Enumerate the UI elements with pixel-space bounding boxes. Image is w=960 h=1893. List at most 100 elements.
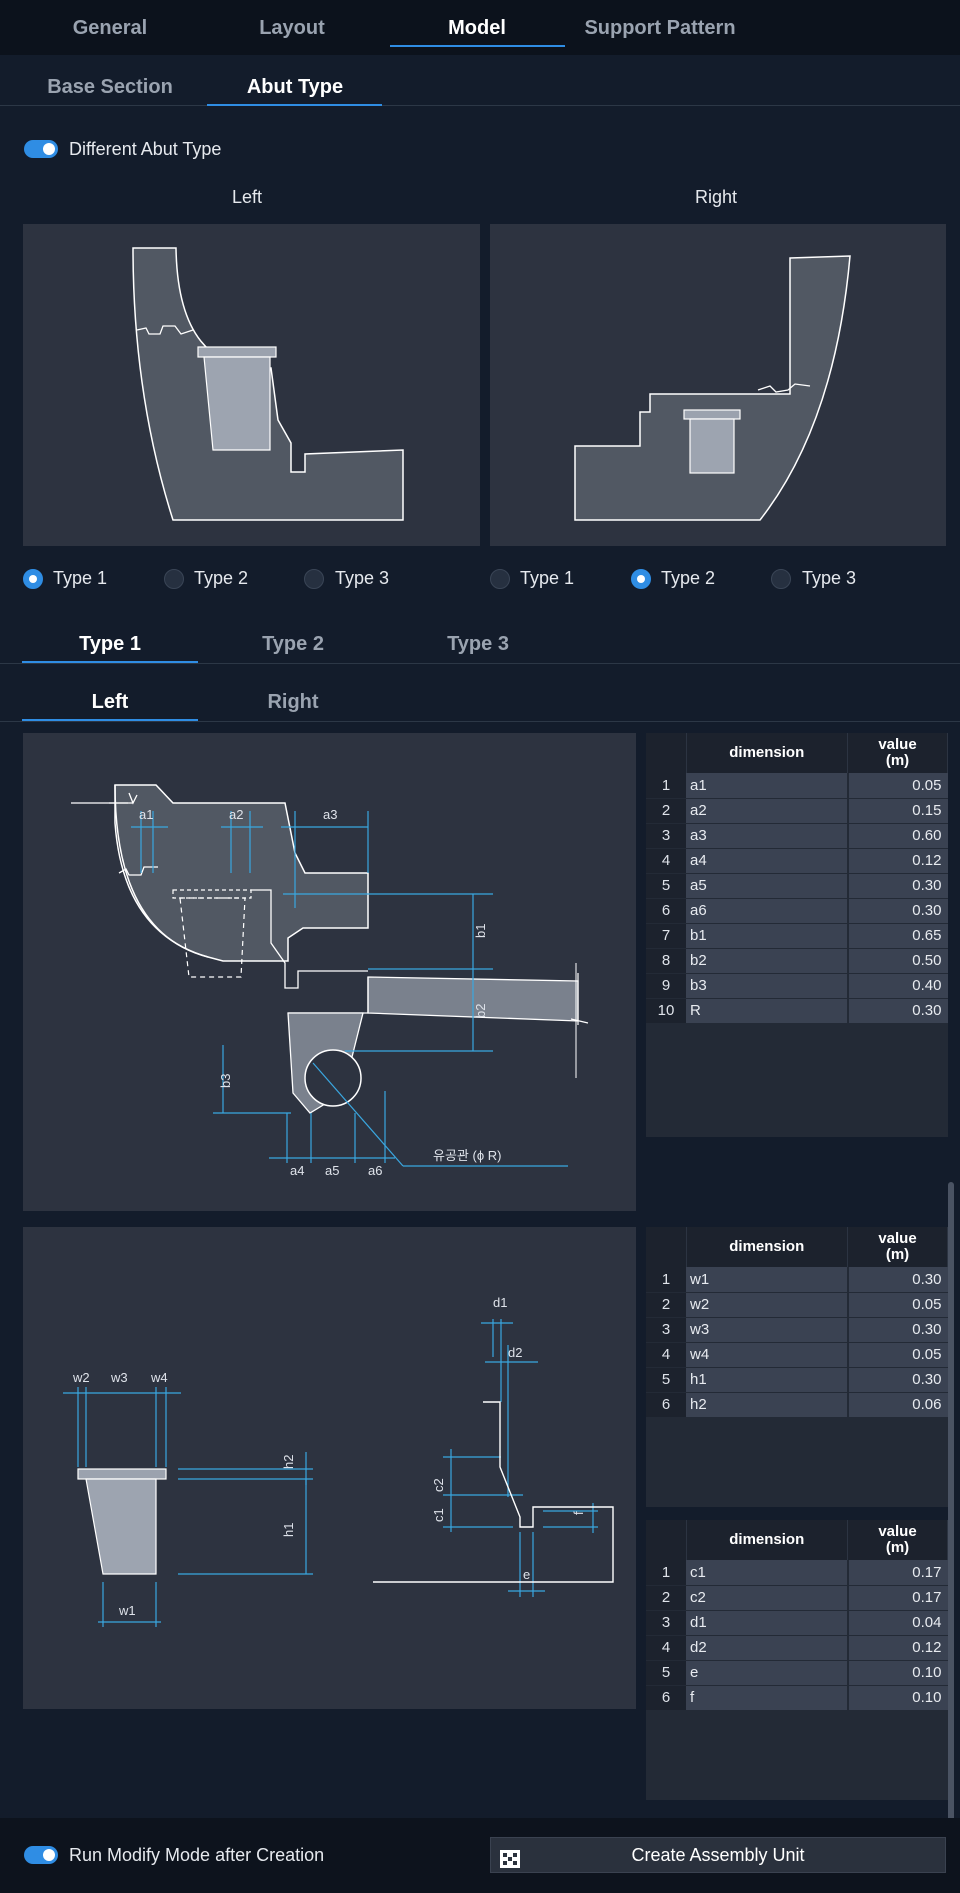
value-cell[interactable]: 0.40 [847, 973, 948, 999]
dimension-cell[interactable]: w2 [686, 1292, 849, 1318]
row-index: 5 [646, 873, 686, 899]
dimension-cell[interactable]: w3 [686, 1317, 849, 1343]
different-abut-type-toggle[interactable] [24, 140, 58, 158]
value-cell[interactable]: 0.12 [847, 848, 948, 874]
value-cell[interactable]: 0.15 [847, 798, 948, 824]
value-cell[interactable]: 0.30 [847, 873, 948, 899]
side-tab-underline [22, 719, 198, 721]
dimension-cell[interactable]: a6 [686, 898, 849, 924]
row-index: 2 [646, 1292, 686, 1318]
dimension-cell[interactable]: f [686, 1685, 849, 1711]
dimension-cell[interactable]: w1 [686, 1267, 849, 1293]
tab-type-3[interactable]: Type 3 [447, 633, 509, 655]
tab-model[interactable]: Model [448, 17, 506, 39]
dim-label-b1: b1 [473, 924, 488, 938]
value-cell[interactable]: 0.10 [847, 1660, 948, 1686]
row-index: 5 [646, 1367, 686, 1393]
vertical-scrollbar[interactable] [948, 1182, 954, 1822]
row-index: 9 [646, 973, 686, 999]
value-cell[interactable]: 0.10 [847, 1685, 948, 1711]
type-tab-underline [22, 661, 198, 663]
dim-label-b2: b2 [473, 1004, 488, 1018]
table-3-dimension-header: dimension [686, 1520, 848, 1560]
dimension-cell[interactable]: d1 [686, 1610, 849, 1636]
dimension-cell[interactable]: R [686, 998, 849, 1024]
value-cell[interactable]: 0.17 [847, 1585, 948, 1611]
row-index: 8 [646, 948, 686, 974]
tab-type-1[interactable]: Type 1 [79, 633, 141, 655]
value-cell[interactable]: 0.04 [847, 1610, 948, 1636]
dimension-cell[interactable]: h2 [686, 1392, 849, 1418]
value-cell[interactable]: 0.17 [847, 1560, 948, 1586]
tab-layout[interactable]: Layout [259, 17, 325, 39]
left-type-1-radio[interactable] [23, 569, 43, 589]
dimension-cell[interactable]: a1 [686, 773, 849, 799]
right-type-2-radio[interactable] [631, 569, 651, 589]
tab-right[interactable]: Right [267, 691, 319, 713]
row-index: 3 [646, 1610, 686, 1636]
dim-label-h2: h2 [281, 1455, 296, 1469]
right-type-1-label: Type 1 [520, 568, 575, 588]
tab-support-pattern[interactable]: Support Pattern [584, 17, 736, 39]
value-cell[interactable]: 0.30 [847, 1367, 948, 1393]
value-cell[interactable]: 0.06 [847, 1392, 948, 1418]
value-cell[interactable]: 0.50 [847, 948, 948, 974]
dimension-cell[interactable]: e [686, 1660, 849, 1686]
dimension-cell[interactable]: a4 [686, 848, 849, 874]
create-assembly-unit-button[interactable]: Create Assembly Unit [490, 1837, 946, 1873]
row-index: 1 [646, 1267, 686, 1293]
left-type-2-radio[interactable] [164, 569, 184, 589]
value-cell[interactable]: 0.05 [847, 1342, 948, 1368]
tab-base-section[interactable]: Base Section [47, 76, 173, 98]
dimension-cell[interactable]: h1 [686, 1367, 849, 1393]
table-2-dimension-header: dimension [686, 1227, 848, 1267]
run-modify-toggle[interactable] [24, 1846, 58, 1864]
dimension-cell[interactable]: a2 [686, 798, 849, 824]
row-index: 3 [646, 823, 686, 849]
value-cell[interactable]: 0.30 [847, 1267, 948, 1293]
tab-abut-type[interactable]: Abut Type [246, 76, 344, 98]
value-cell[interactable]: 0.30 [847, 998, 948, 1024]
right-type-1-radio[interactable] [490, 569, 510, 589]
dim-label-b3: b3 [218, 1074, 233, 1088]
tab-general[interactable]: General [72, 17, 148, 39]
dim-label-d2: d2 [508, 1345, 522, 1360]
value-cell[interactable]: 0.65 [847, 923, 948, 949]
dimension-cell[interactable]: b2 [686, 948, 849, 974]
dimension-cell[interactable]: a5 [686, 873, 849, 899]
row-index: 4 [646, 1635, 686, 1661]
dimension-cell[interactable]: a3 [686, 823, 849, 849]
dimension-cell[interactable]: b3 [686, 973, 849, 999]
model-tab-underline [390, 45, 565, 47]
right-type-3-radio[interactable] [771, 569, 791, 589]
left-heading: Left [232, 187, 263, 207]
dimension-cell[interactable]: b1 [686, 923, 849, 949]
row-index: 3 [646, 1317, 686, 1343]
value-cell[interactable]: 0.05 [847, 1292, 948, 1318]
tab-left[interactable]: Left [91, 691, 129, 713]
dimension-cell[interactable]: w4 [686, 1342, 849, 1368]
right-abut-drawing [574, 255, 851, 521]
dimension-cell[interactable]: c2 [686, 1585, 849, 1611]
left-type-3-radio[interactable] [304, 569, 324, 589]
value-cell[interactable]: 0.60 [847, 823, 948, 849]
value-cell[interactable]: 0.05 [847, 773, 948, 799]
tab-type-2[interactable]: Type 2 [262, 633, 324, 655]
divider [0, 663, 960, 664]
value-cell[interactable]: 0.12 [847, 1635, 948, 1661]
dimension-cell[interactable]: d2 [686, 1635, 849, 1661]
dimension-cell[interactable]: c1 [686, 1560, 849, 1586]
dim-label-e: e [523, 1567, 530, 1582]
dim-label-a6: a6 [368, 1163, 382, 1178]
value-cell[interactable]: 0.30 [847, 898, 948, 924]
value-cell[interactable]: 0.30 [847, 1317, 948, 1343]
dim-label-a4: a4 [290, 1163, 304, 1178]
row-index: 7 [646, 923, 686, 949]
